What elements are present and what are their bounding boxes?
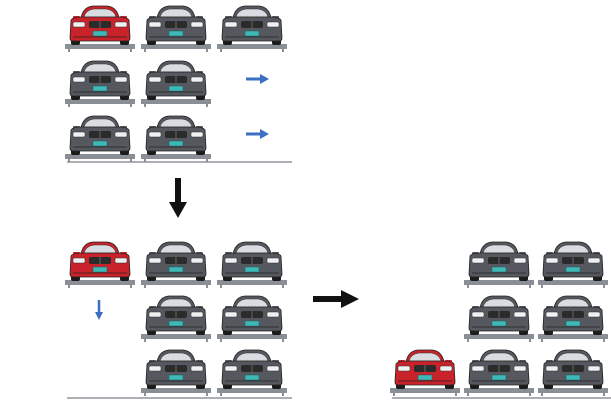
move-arrow-right [246,74,269,84]
panel-lowered [390,241,608,396]
gray-car [65,115,135,162]
move-arrow-down [95,300,103,320]
red-car [65,5,135,52]
gray-car [141,241,211,288]
gray-car [538,349,608,396]
gray-car [217,241,287,288]
gray-car [538,241,608,288]
gray-car [464,349,534,396]
move-arrow-right [246,129,269,139]
gray-car [141,295,211,342]
gray-car [217,295,287,342]
arrows [95,74,359,320]
gray-car [217,349,287,396]
gray-car [141,5,211,52]
red-car [390,349,460,396]
car-grid [65,5,608,396]
red-car [65,241,135,288]
transition-arrow-down [169,178,187,218]
panel-shifted [65,241,287,396]
gray-car [538,295,608,342]
gray-car [141,349,211,396]
gray-car [217,5,287,52]
gray-car [141,115,211,162]
transition-arrow-right [313,290,359,308]
gray-car [141,60,211,107]
panel-initial [65,5,287,162]
gray-car [464,241,534,288]
ground-lines [67,161,611,399]
gray-car [65,60,135,107]
gray-car [464,295,534,342]
